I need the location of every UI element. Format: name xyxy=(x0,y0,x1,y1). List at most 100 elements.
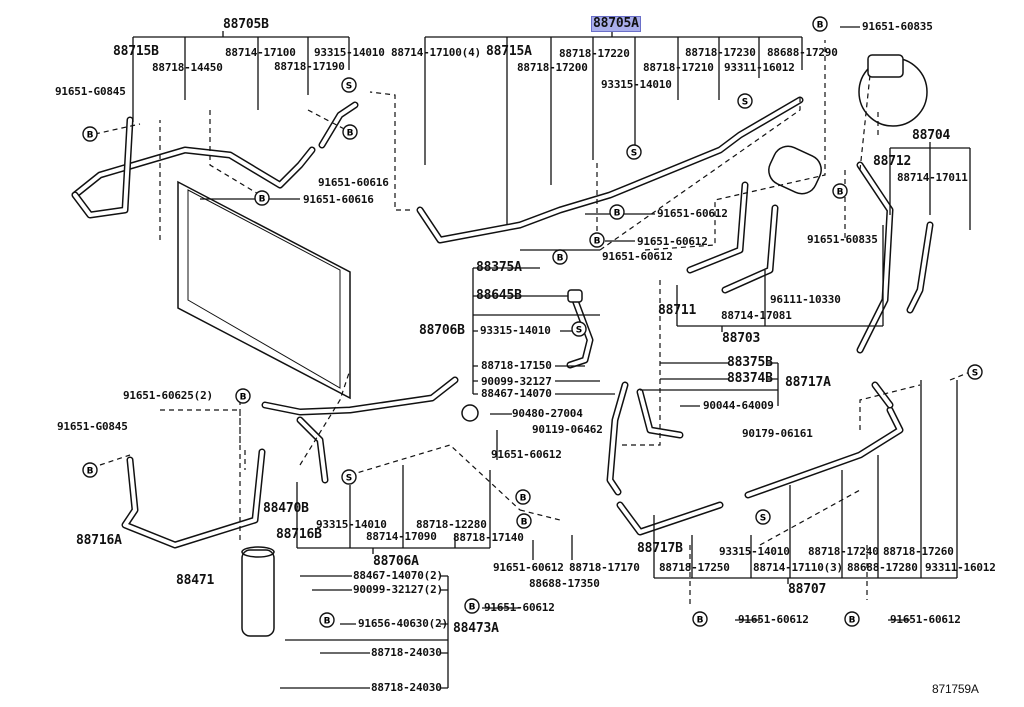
part-label[interactable]: 88714-17081 xyxy=(721,309,792,322)
part-label[interactable]: 88718-17230 xyxy=(685,46,756,59)
highlighted-part-label[interactable]: 88705A xyxy=(591,16,641,32)
part-label[interactable]: 88718-17260 xyxy=(883,545,954,558)
hose-tube xyxy=(618,503,722,534)
part-label[interactable]: 88714-17090 xyxy=(366,530,437,543)
part-label[interactable]: 91651-60625(2) xyxy=(123,389,213,402)
hose-tube xyxy=(123,450,264,547)
marker-letter: B xyxy=(240,392,247,402)
part-label[interactable]: 88715B xyxy=(113,44,159,59)
marker-letter: B xyxy=(324,616,331,626)
part-label[interactable]: 88705B xyxy=(223,17,269,32)
part-label[interactable]: 91651-60612 xyxy=(602,250,673,263)
part-label[interactable]: 91651-60616 xyxy=(318,176,389,189)
part-label[interactable]: 88718-17220 xyxy=(559,47,630,60)
part-label[interactable]: 91651-60612 xyxy=(637,235,708,248)
part-label[interactable]: 88717B xyxy=(637,541,683,556)
part-label[interactable]: 96111-10330 xyxy=(770,293,841,306)
part-label[interactable]: 91651-60612 xyxy=(493,561,564,574)
hose-tube xyxy=(688,183,747,272)
pressure-switch xyxy=(567,289,583,303)
part-label[interactable]: 93315-14010 xyxy=(601,78,672,91)
part-label[interactable]: 88714-17011 xyxy=(897,171,968,184)
washer-marker-icon: S xyxy=(967,364,983,380)
part-label[interactable]: 88717A xyxy=(785,375,831,390)
part-label[interactable]: 88718-17140 xyxy=(453,531,524,544)
marker-letter: B xyxy=(849,615,856,625)
part-label[interactable]: 91651-60612 xyxy=(657,207,728,220)
part-label[interactable]: 90044-64009 xyxy=(703,399,774,412)
part-label[interactable]: 91651-60612 xyxy=(738,613,809,626)
washer-marker-icon: S xyxy=(737,93,753,109)
part-label[interactable]: 88718-17170 xyxy=(569,561,640,574)
part-label[interactable]: 93315-14010 xyxy=(480,324,551,337)
part-label[interactable]: 88706B xyxy=(419,323,465,338)
part-label[interactable]: 88718-24030 xyxy=(371,681,442,694)
part-label[interactable]: 91651-G0845 xyxy=(55,85,126,98)
part-label[interactable]: 93315-14010 xyxy=(314,46,385,59)
part-label[interactable]: 90480-27004 xyxy=(512,407,583,420)
part-label[interactable]: 88718-17250 xyxy=(659,561,730,574)
hose-tube xyxy=(73,148,314,197)
condenser-inner xyxy=(187,189,341,389)
part-label[interactable]: 88711 xyxy=(658,303,697,318)
washer-marker-icon: S xyxy=(755,509,771,525)
bolt-marker-icon: B xyxy=(812,16,828,32)
part-label[interactable]: 93315-14010 xyxy=(316,518,387,531)
part-label[interactable]: 88714-17100(4) xyxy=(391,46,481,59)
bolt-marker-icon: B xyxy=(342,124,358,140)
part-label[interactable]: 91651-60612 xyxy=(484,601,555,614)
part-label[interactable]: 88718-17190 xyxy=(274,60,345,73)
part-label[interactable]: 88645B xyxy=(476,288,522,303)
part-label[interactable]: 88714-17100 xyxy=(225,46,296,59)
part-label[interactable]: 88470B xyxy=(263,501,309,516)
part-label[interactable]: 88467-14070(2) xyxy=(353,569,443,582)
part-label[interactable]: 88718-12280 xyxy=(416,518,487,531)
part-label[interactable]: 90099-32127 xyxy=(481,375,552,388)
part-label[interactable]: 88374B xyxy=(727,371,773,386)
part-label[interactable]: 90099-32127(2) xyxy=(353,583,443,596)
part-label[interactable]: 90179-06161 xyxy=(742,427,813,440)
part-label[interactable]: 88718-24030 xyxy=(371,646,442,659)
compressor-clutch xyxy=(867,54,904,78)
part-label[interactable]: 88707 xyxy=(788,582,827,597)
part-label[interactable]: 91651-60612 xyxy=(890,613,961,626)
part-label[interactable]: 88471 xyxy=(176,573,215,588)
part-label[interactable]: 88718-17240 xyxy=(808,545,879,558)
marker-letter: B xyxy=(469,602,476,612)
part-label[interactable]: 88473A xyxy=(453,621,499,636)
part-label[interactable]: 88688-17280 xyxy=(847,561,918,574)
part-label[interactable]: 88688-17350 xyxy=(529,577,600,590)
part-label[interactable]: 88718-17150 xyxy=(481,359,552,372)
part-label[interactable]: 88712 xyxy=(873,154,912,169)
part-label[interactable]: 88467-14070 xyxy=(481,387,552,400)
part-label[interactable]: 90119-06462 xyxy=(532,423,603,436)
part-label[interactable]: 88718-17210 xyxy=(643,61,714,74)
part-label[interactable]: 91651-60612 xyxy=(491,448,562,461)
marker-letter: S xyxy=(972,368,978,378)
bolt-marker-icon: B xyxy=(464,598,480,614)
part-label[interactable]: 91651-60616 xyxy=(303,193,374,206)
part-label[interactable]: 88703 xyxy=(722,331,761,346)
part-label[interactable]: 93311-16012 xyxy=(925,561,996,574)
part-label[interactable]: 88718-17200 xyxy=(517,61,588,74)
part-label[interactable]: 88688-17290 xyxy=(767,46,838,59)
bolt-marker-icon: B xyxy=(319,612,335,628)
part-label[interactable]: 88375A xyxy=(476,260,522,275)
part-label[interactable]: 88704 xyxy=(912,128,951,143)
part-label[interactable]: 91651-G0845 xyxy=(57,420,128,433)
receiver-drier-top xyxy=(241,546,275,558)
part-label[interactable]: 93315-14010 xyxy=(719,545,790,558)
part-label[interactable]: 88714-17110(3) xyxy=(753,561,843,574)
part-label[interactable]: 88715A xyxy=(486,44,532,59)
part-label[interactable]: 91651-60835 xyxy=(807,233,878,246)
part-label[interactable]: 88706A xyxy=(373,554,419,569)
part-label[interactable]: 88716A xyxy=(76,533,122,548)
part-label[interactable]: 88375B xyxy=(727,355,773,370)
part-label[interactable]: 88716B xyxy=(276,527,322,542)
part-label[interactable]: 93311-16012 xyxy=(724,61,795,74)
part-label[interactable]: 91656-40630(2) xyxy=(358,617,448,630)
part-label[interactable]: 91651-60835 xyxy=(862,20,933,33)
part-label[interactable]: 88718-14450 xyxy=(152,61,223,74)
part-label[interactable]: 871759A xyxy=(932,682,979,696)
